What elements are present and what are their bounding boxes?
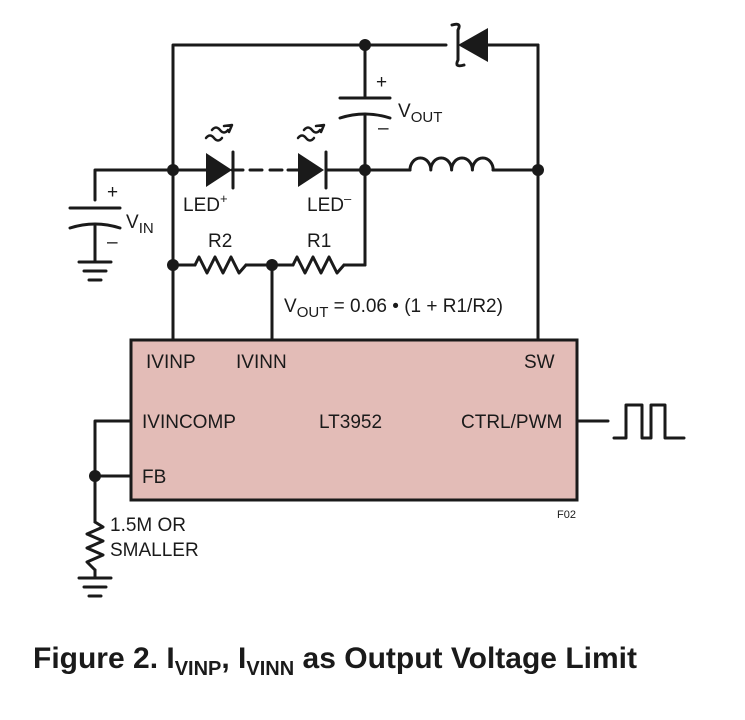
pin-ctrl-pwm: CTRL/PWM [461,412,562,433]
r2-label: R2 [208,231,232,252]
vin-plus-sign: + [107,182,118,203]
resistor-r1 [291,255,346,275]
pin-ivincomp: IVINCOMP [142,412,236,433]
fb-resistor-label-line2: SMALLER [110,540,199,561]
r1-label: R1 [307,231,331,252]
pin-ivinn: IVINN [236,352,287,373]
vout-minus-sign: – [378,118,389,139]
led-minus [286,123,328,190]
figure-code: F02 [557,509,576,521]
vout-plus-sign: + [376,72,387,93]
led-plus [204,123,235,190]
ic-name: LT3952 [319,412,382,433]
vout-formula: VOUT = 0.06 • (1 + R1/R2) [284,296,503,321]
inductor [408,156,495,172]
ground-fb [77,576,113,598]
figure-caption: Figure 2. IVINP, IVINN as Output Voltage… [33,642,637,680]
vin-capacitor [68,206,122,264]
resistor-r2 [193,255,248,275]
pin-ivinp: IVINP [146,352,196,373]
fb-resistor-label-line1: 1.5M OR [110,515,186,536]
led-plus-emission-icon [204,123,234,142]
ground-vin [77,260,113,282]
led-minus-emission-icon [296,123,326,142]
schottky-diode [450,22,488,68]
vout-label: VOUT [398,101,442,126]
resistor-fb [85,520,105,572]
vin-minus-sign: – [107,232,118,253]
vout-capacitor [338,96,392,120]
pin-fb: FB [142,467,166,488]
led-minus-label: LED– [307,191,352,216]
pwm-waveform-icon [612,403,686,440]
vin-label: VIN [126,212,154,237]
pin-sw: SW [524,352,555,373]
ic-body [129,338,579,502]
junction-dots [89,39,544,482]
led-plus-label: LED+ [183,191,228,216]
